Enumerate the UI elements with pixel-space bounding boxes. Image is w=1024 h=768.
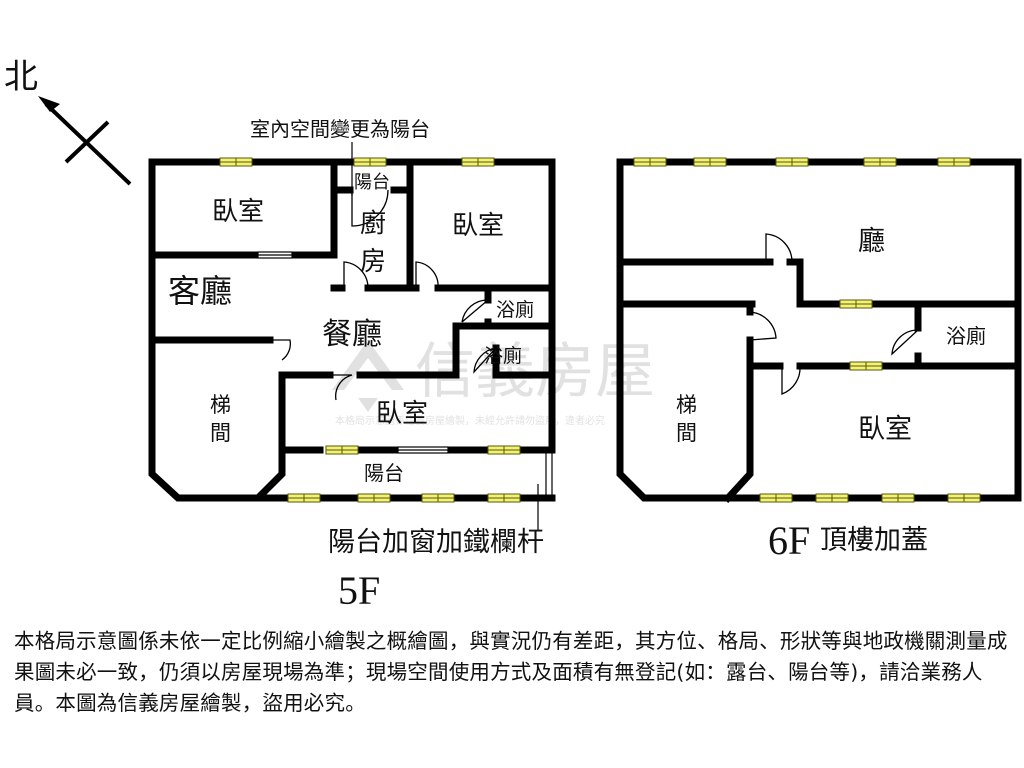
compass-north-label: 北: [4, 57, 38, 97]
room-stairs-1: 梯: [676, 393, 697, 417]
room-stairs-2: 間: [210, 421, 231, 445]
room-stairs-1: 梯: [210, 393, 231, 417]
room-bedroom: 臥室: [858, 414, 912, 445]
room-bedroom-nw: 臥室: [212, 197, 264, 227]
disclaimer-text: 本格局示意圖係未依一定比例縮小繪製之概繪圖，與實況仍有差距，其方位、格局、形狀等…: [14, 629, 1008, 715]
floor-6f-label: 6F: [768, 518, 810, 563]
compass-arrow-icon: [44, 102, 132, 186]
room-bedroom-ne: 臥室: [452, 211, 504, 241]
door-icon: [749, 233, 919, 395]
door-icon: [270, 189, 497, 401]
floor-plan-diagram: 信義房屋 本格局示意圖係信義房屋繪製，未經允許請勿盜用，違者必究 北 室內空間變…: [4, 57, 1022, 613]
room-bath: 浴廁: [946, 324, 986, 348]
room-stairs-2: 間: [676, 421, 697, 445]
floor-5f-plan: 臥室 陽台 廚 房 臥室 客廳 浴廁 餐廳 浴廁 梯 間 臥室 陽台 陽台加窗加…: [148, 157, 556, 613]
room-dining: 餐廳: [322, 317, 382, 352]
watermark-small-text: 本格局示意圖係信義房屋繪製，未經允許請勿盜用，違者必究: [335, 414, 605, 427]
room-kitchen-1: 廚: [360, 209, 386, 239]
room-balcony-s: 陽台: [364, 461, 404, 485]
room-kitchen-2: 房: [360, 247, 386, 277]
room-bath-1: 浴廁: [496, 298, 534, 321]
compass: 北: [4, 57, 132, 186]
floor-5f-label: 5F: [338, 568, 380, 613]
room-living: 客廳: [168, 272, 232, 310]
room-hall: 廳: [858, 226, 885, 257]
note-balcony-window: 陽台加窗加鐵欄杆: [328, 527, 544, 558]
compass-arrowhead-icon: [38, 96, 60, 112]
note-indoor-to-balcony: 室內空間變更為陽台: [250, 117, 430, 141]
room-bath-2: 浴廁: [484, 344, 522, 367]
floor-6f-plan: 廳 浴廁 梯 間 臥室 6F 頂樓加蓋: [616, 157, 1022, 563]
room-bedroom-s: 臥室: [376, 399, 428, 429]
room-balcony-small: 陽台: [354, 172, 390, 193]
floor-6f-caption: 頂樓加蓋: [820, 525, 928, 556]
